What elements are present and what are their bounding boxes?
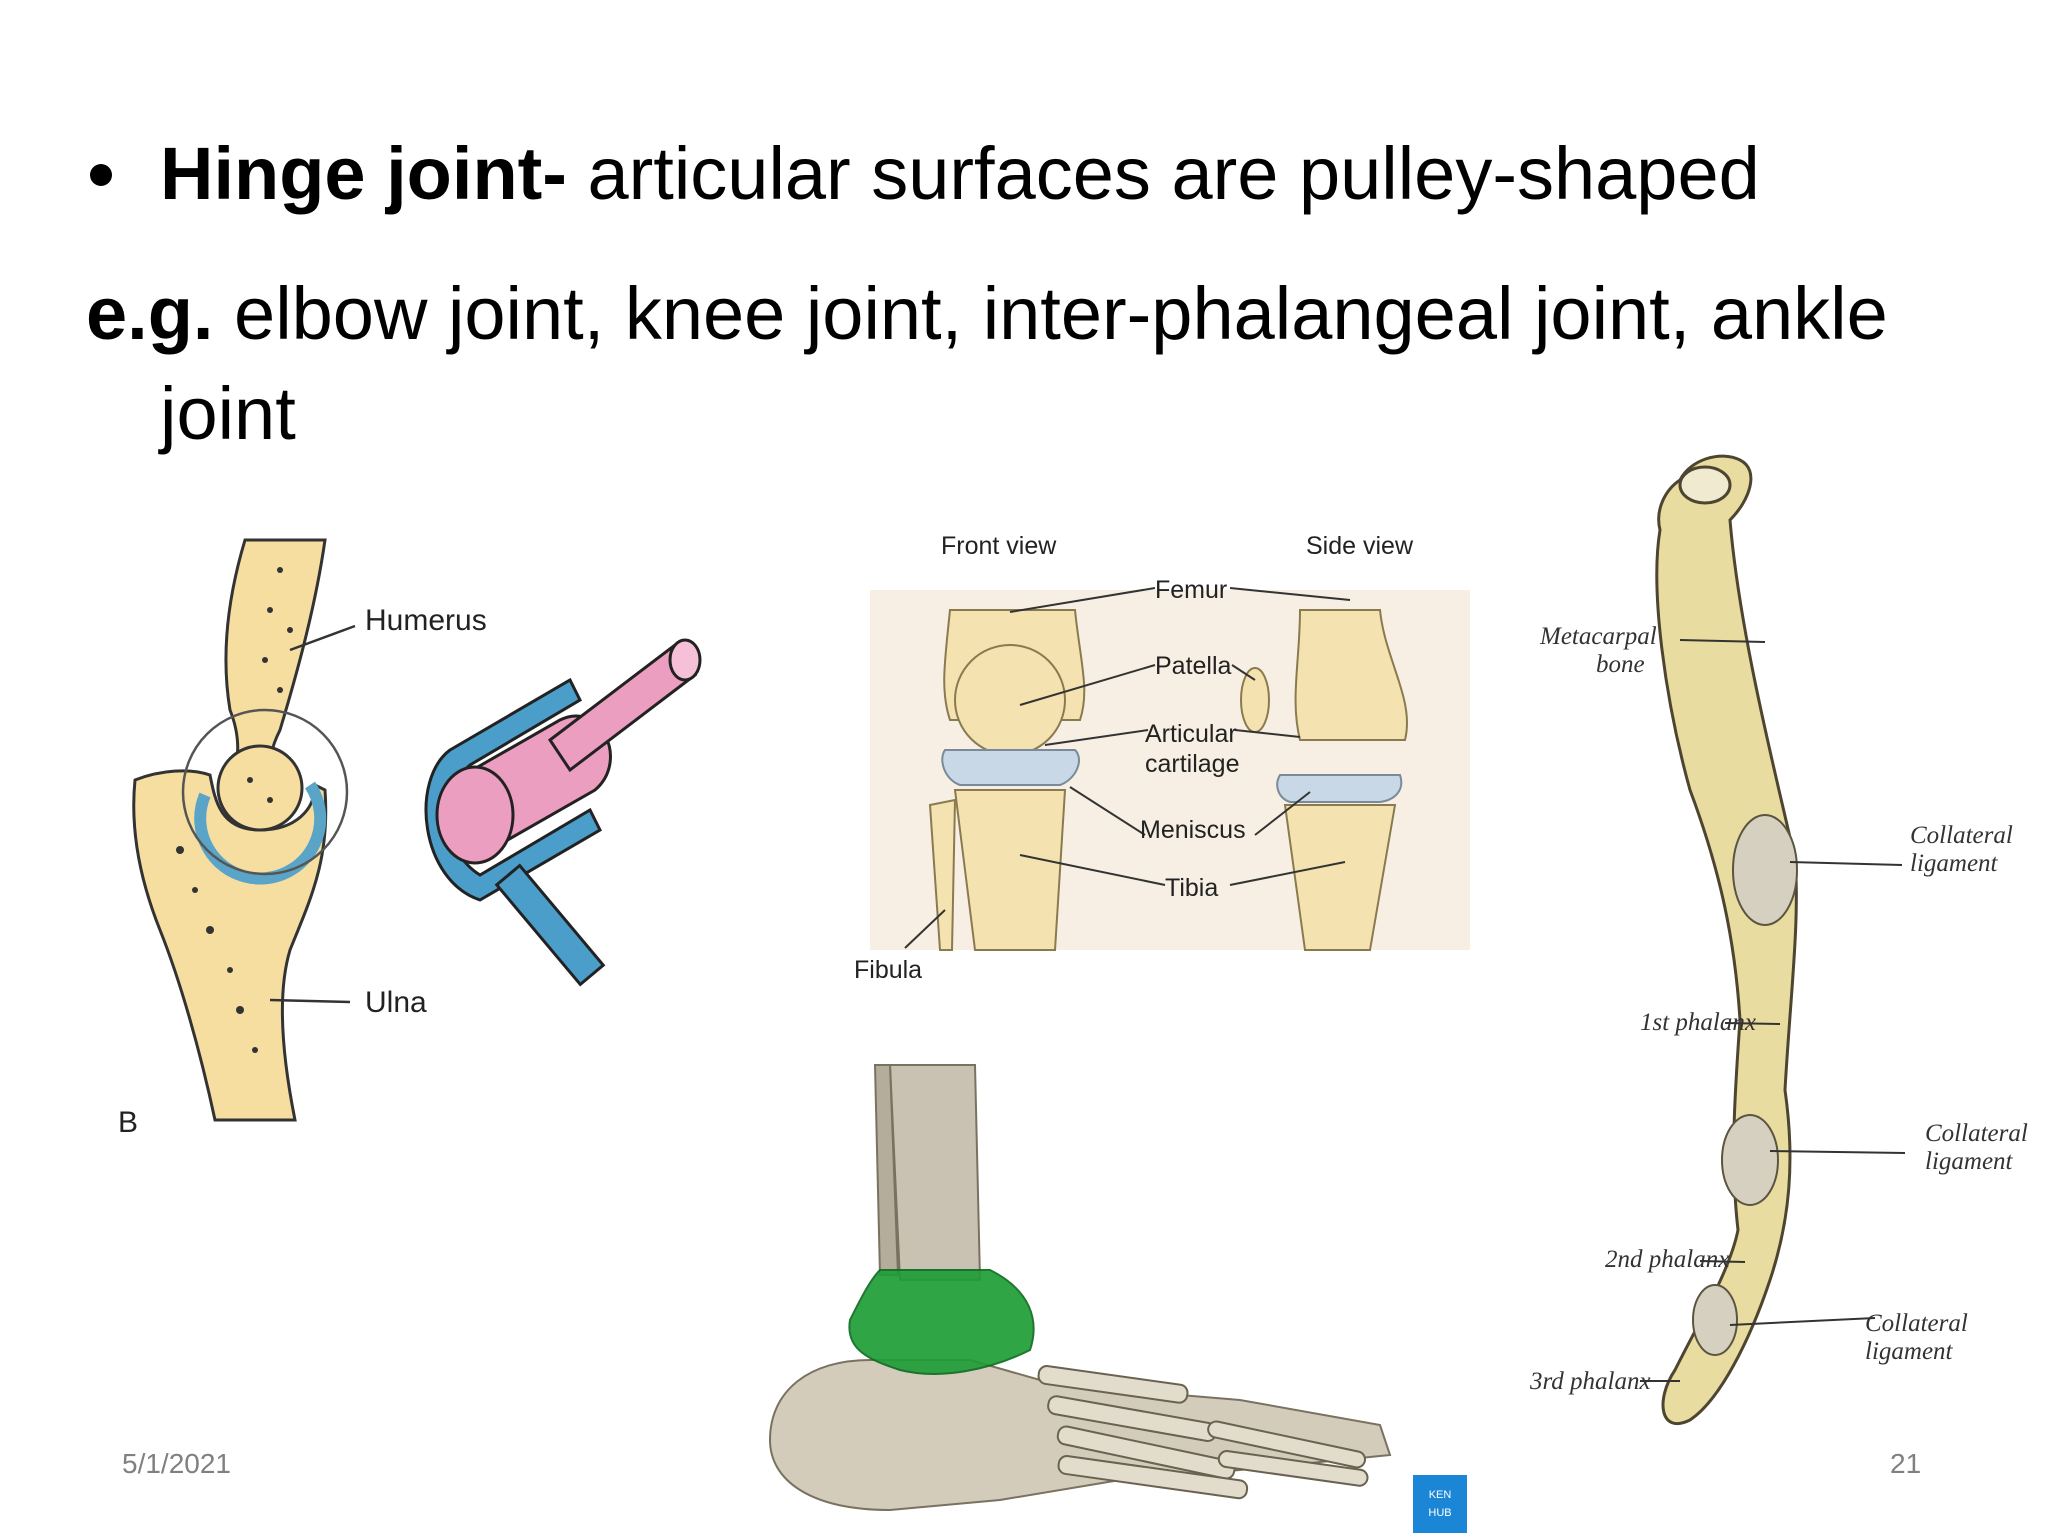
ulna-shape: [132, 769, 328, 1122]
front-view-label: Front view: [941, 532, 1057, 560]
kenhub-logo-bottom: HUB: [1428, 1507, 1451, 1519]
metacarpal-label-1: Metacarpal: [1540, 623, 1657, 650]
articular-cartilage-label-2: cartilage: [1145, 750, 1240, 778]
knee-joint-figure: [870, 587, 1470, 951]
collateral-ligament-label-3b: ligament: [1865, 1338, 1953, 1365]
hinge-joint-heading: Hinge joint-: [160, 132, 567, 215]
ulna-label: Ulna: [365, 986, 427, 1019]
meniscus-label: Meniscus: [1140, 816, 1246, 844]
footer-date: 5/1/2021: [122, 1448, 231, 1479]
femur-label: Femur: [1155, 576, 1228, 604]
hinge-joint-definition: articular surfaces are pulley-shaped: [566, 132, 1760, 215]
hinge-model-icon: [424, 638, 702, 987]
kenhub-logo: [1413, 1475, 1467, 1533]
collateral-ligament-label-2b: ligament: [1925, 1148, 2013, 1175]
knee-front-view: [928, 609, 1086, 951]
ankle-ligament-highlight: [848, 1269, 1035, 1375]
ankle-joint-figure: KEN HUB: [768, 1064, 1467, 1533]
third-phalanx-label: 3rd phalanx: [1530, 1368, 1651, 1395]
metacarpal-label-2: bone: [1596, 651, 1645, 678]
elbow-joint-figure: [132, 538, 702, 1122]
collateral-ligament-3: [1692, 1284, 1738, 1356]
footer-page-number: 21: [1890, 1448, 1922, 1479]
first-phalanx-label: 1st phalanx: [1640, 1009, 1756, 1036]
joint-highlight-circle: [181, 708, 349, 876]
humerus-label: Humerus: [365, 604, 487, 637]
humerus-shape: [224, 538, 327, 772]
collateral-ligament-label-1a: Collateral: [1910, 822, 2013, 849]
tibia-shape: [888, 1064, 982, 1281]
patella-label: Patella: [1155, 652, 1232, 680]
collateral-ligament-label-1b: ligament: [1910, 850, 1998, 877]
example-label: e.g.: [86, 272, 214, 355]
panel-label: B: [118, 1106, 139, 1139]
cartilage-arc: [194, 781, 327, 885]
collateral-ligament-2: [1721, 1114, 1779, 1206]
example-list: elbow joint, knee joint, inter-phalangea…: [213, 272, 1888, 355]
example-continuation: joint: [160, 372, 296, 455]
collateral-ligament-label-3a: Collateral: [1865, 1310, 1968, 1337]
articular-cartilage-label-1: Articular: [1145, 720, 1237, 748]
bullet-icon: [90, 164, 112, 186]
collateral-ligament-label-2a: Collateral: [1925, 1120, 2028, 1147]
knee-side-view: [1240, 609, 1408, 951]
finger-joint-figure: [1640, 454, 1906, 1426]
second-phalanx-label: 2nd phalanx: [1605, 1246, 1730, 1273]
collateral-ligament-1: [1732, 814, 1798, 926]
fibula-label: Fibula: [854, 956, 923, 984]
side-view-label: Side view: [1306, 532, 1413, 560]
tibia-label: Tibia: [1165, 874, 1219, 902]
kenhub-logo-top: KEN: [1429, 1489, 1452, 1501]
bullet-text: Hinge joint- articular surfaces are pull…: [160, 130, 1760, 219]
humerus-head: [216, 744, 304, 832]
finger-bones-shape: [1655, 454, 1798, 1426]
example-text: e.g. elbow joint, knee joint, inter-phal…: [86, 270, 1888, 359]
